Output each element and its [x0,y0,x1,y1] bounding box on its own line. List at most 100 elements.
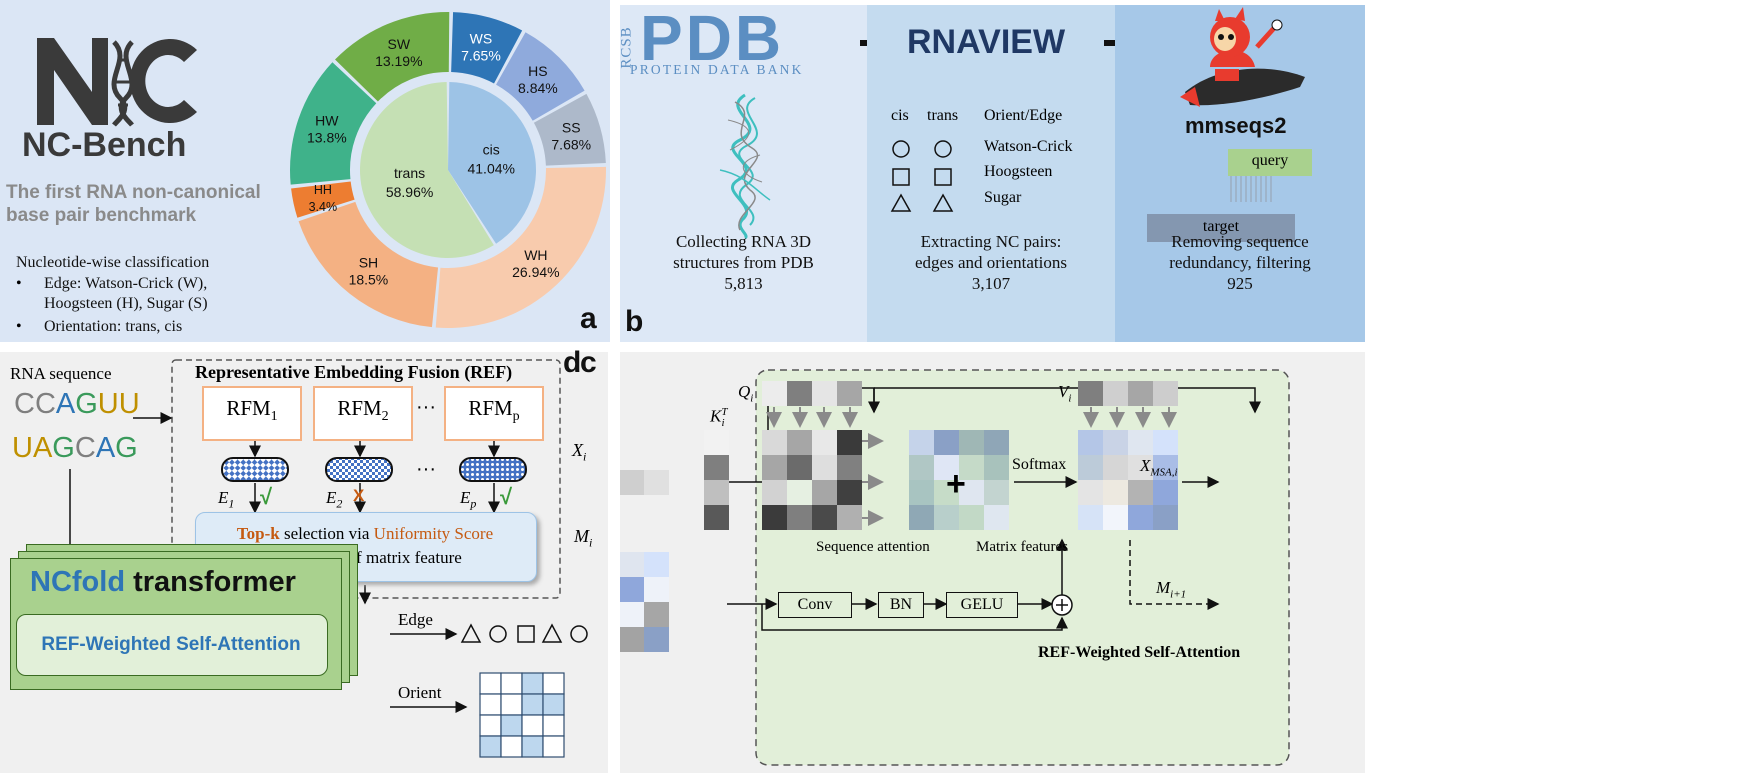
e-base-1: E [218,488,229,507]
nucleotide-2: G [75,388,98,420]
row-hoogsteen: Hoogsteen [984,163,1053,180]
x-vector [620,470,669,495]
orient-grid [479,672,565,758]
attn-matrix [762,430,862,530]
uniformity-label: Uniformity Score [373,524,494,543]
attn-matrix-cell [837,430,862,455]
pdb-logo-text: PDB [640,2,785,74]
output-matrix-cell [1103,480,1128,505]
mnext-label: Mi+1 [1156,578,1186,600]
rfm-base-p: RFM [468,396,513,420]
embedding-pill-1 [221,457,289,482]
e-label-2: E2 [326,488,342,511]
edge-output-symbols [460,623,588,643]
ellipsis-1: ··· [416,396,436,418]
q-vector-cell [762,381,787,406]
step3-count: 925 [1227,274,1253,293]
nucleotide-0: UA [12,432,53,464]
col-cis: cis [891,107,909,124]
target-label: target [1202,218,1240,235]
panel-label-c: c [580,346,597,379]
embedding-pill-2 [325,457,393,482]
matrix-features-cell [959,455,984,480]
v-vector [1078,381,1178,406]
row-sugar: Sugar [984,189,1022,206]
m-label: Mi [574,526,592,551]
row-watson-crick: Watson-Crick [984,138,1073,155]
outer-label-WS: WS [470,30,493,46]
ref-attention-box [16,614,328,676]
q-vector [762,381,862,406]
cross-icon-2: X [353,486,365,505]
circle-icon [489,625,507,643]
k-vector-cell [704,430,729,455]
check-icon-1: √ [260,484,273,509]
orient-cell [500,735,523,758]
rfm-sub-2: 2 [381,409,389,425]
output-matrix-cell [1103,505,1128,530]
rfm-box-1 [202,386,302,441]
attn-matrix-cell [787,455,812,480]
panel-d-grids [620,381,1178,652]
matrix-features-cell [934,455,959,480]
rfm-box-2 [313,386,413,441]
outer-pct-SW: 13.19% [375,53,422,69]
triangle-icon [541,623,563,643]
outer-slice-WS [451,12,523,84]
v-base: V [1058,382,1069,401]
orient-cell [500,714,523,737]
m-matrix-cell [620,627,644,652]
output-matrix-cell [1078,480,1103,505]
mnext-sub: i+1 [1170,588,1187,601]
step1-line2: structures from PDB [673,253,814,272]
matrix-features [909,430,1009,530]
matrix-features-cell [909,430,934,455]
col-trans: trans [927,107,959,124]
attn-matrix-cell [787,480,812,505]
orient-cell [479,693,502,716]
topk-line1: Top-k selection via Uniformity Score [195,524,535,544]
k-sub: i [721,417,725,430]
m-base: M [574,526,589,546]
inner-pct-trans: 58.96% [386,184,433,200]
step2-line2: edges and orientations [914,253,1067,272]
x-vector-cell [620,470,644,495]
matrix-features-cell [934,430,959,455]
step2-line1: Extracting NC pairs: [920,232,1062,251]
bn-box: BN [878,592,924,618]
nc-logo-icon [37,38,197,127]
outer-slice-SS [533,93,606,166]
rnaview-title: RNAVIEW [907,23,1066,61]
attn-matrix-cell [837,455,862,480]
transformer-label: transformer [125,566,296,598]
logo-text: NC-Bench [22,126,187,164]
orient-cell [521,693,544,716]
attn-matrix-cell [787,430,812,455]
attn-matrix-cell [787,505,812,530]
bullet2-text: Orientation: trans, cis [44,318,183,335]
output-matrix-cell [1153,505,1178,530]
attn-matrix-cell [812,480,837,505]
tagline-line2: base pair benchmark [6,205,197,226]
panel-label-d: d [563,346,582,379]
m-matrix-cell [620,577,644,602]
k-sup: T [721,406,728,418]
m-matrix-cell [644,627,669,652]
col-orient: Orient/Edge [984,107,1063,124]
e-base-p: E [460,488,471,507]
selection-mid: selection via [279,524,374,543]
k-label: KTi [710,406,728,430]
output-matrix-cell [1078,430,1103,455]
rocket-mascot-icon [1180,7,1305,107]
m-matrix-cell [620,602,644,627]
outer-slice-HW [290,62,377,185]
rna-seq-line2: UAGCAG [12,432,138,465]
attn-matrix-cell [812,455,837,480]
pdb-subtitle: PROTEIN DATA BANK [630,62,804,77]
panel-c-arrows [64,359,561,713]
bullet2-dot: • [16,318,22,335]
output-matrix-cell [1103,455,1128,480]
check-icon-p: √ [500,484,513,509]
ellipsis-2: ··· [416,458,436,480]
outer-slice-SW [335,12,450,102]
